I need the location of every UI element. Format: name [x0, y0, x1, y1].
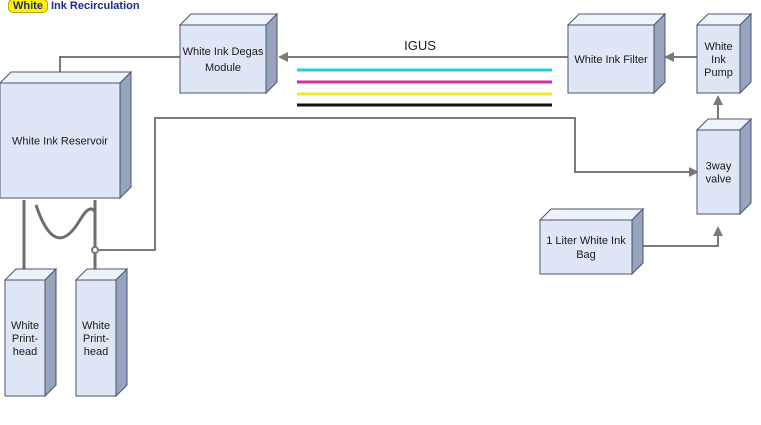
- pump-label-line: Pump: [704, 67, 733, 79]
- printhead2-label-line: White: [82, 320, 110, 332]
- valve-box-front: [696, 129, 741, 215]
- filter-box-side: [653, 12, 666, 95]
- valve-label-line: valve: [706, 174, 732, 186]
- degas-label-line: White Ink Degas: [183, 46, 264, 58]
- bag-box-side: [631, 207, 644, 276]
- igus-label: IGUS: [404, 38, 436, 53]
- printhead1-box-front: [4, 279, 46, 397]
- filter-box-top: [566, 13, 667, 26]
- filter-label-line: White Ink Filter: [574, 54, 648, 66]
- degas-box-top: [178, 13, 279, 26]
- return-to-valve-pipe: [92, 117, 699, 251]
- igus-cable: IGUS: [297, 38, 552, 107]
- filter-box: White Ink Filter: [566, 12, 667, 95]
- printhead2-box-front: [75, 279, 117, 397]
- connectors: [19, 52, 723, 279]
- pump-label-line: White: [704, 41, 732, 53]
- reservoir-box-side: [119, 70, 132, 200]
- reservoir-box-top: [0, 71, 133, 84]
- printhead2-label-line: head: [84, 346, 108, 358]
- printhead1-box-side: [44, 267, 57, 398]
- bag-label-line: Bag: [576, 249, 596, 261]
- pipe-crossover: [91, 246, 99, 254]
- pump-box-side: [739, 12, 752, 95]
- valve-box-side: [739, 117, 752, 216]
- bag-to-valve-pipe: [636, 226, 723, 247]
- reservoir-box: White Ink Reservoir: [0, 70, 133, 200]
- printhead1-label-line: head: [13, 346, 37, 358]
- degas-box-side: [265, 12, 278, 95]
- degas-label-line: Module: [205, 62, 241, 74]
- reservoir-label-line: White Ink Reservoir: [12, 136, 108, 148]
- bag-box-top: [538, 208, 645, 221]
- title-badge: White: [8, 0, 48, 13]
- pump-label-line: Ink: [711, 54, 726, 66]
- bag-box-front: [539, 219, 633, 275]
- printhead1-label-line: Print-: [12, 333, 39, 345]
- pump-box-front: [696, 24, 741, 94]
- degas-box-front: [179, 24, 267, 94]
- recirculation-loop: [34, 204, 97, 240]
- reservoir-box-front: [0, 82, 121, 199]
- printhead2-label-line: Print-: [83, 333, 110, 345]
- filter-box-front: [567, 24, 655, 94]
- printhead2-box-side: [115, 267, 128, 398]
- title-text: Ink Recirculation: [50, 0, 140, 12]
- printhead1-label-line: White: [11, 320, 39, 332]
- bag-label-line: 1 Liter White Ink: [546, 235, 626, 247]
- valve-label-line: 3way: [706, 161, 732, 173]
